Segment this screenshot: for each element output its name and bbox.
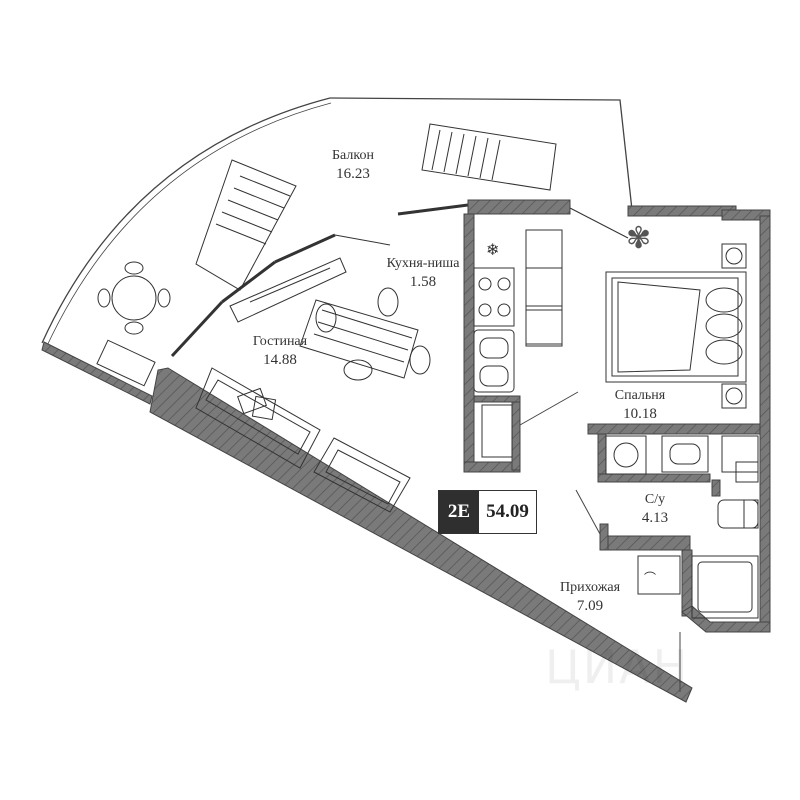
fridge-snowflake-icon: ❄ — [486, 240, 499, 259]
hanger-icon: ⌒ — [644, 571, 656, 585]
room-area: 16.23 — [336, 166, 370, 182]
watermark: ЦИАН — [545, 640, 690, 694]
balcony-slab-edge — [41, 341, 153, 405]
room-name: Прихожая — [559, 580, 621, 595]
room-label-kitchen: Кухня-ниша 1.58 — [378, 254, 468, 292]
balcony-table — [96, 261, 171, 387]
room-label-living: Гостиная 14.88 — [240, 332, 320, 370]
room-name: Кухня-ниша — [386, 256, 460, 271]
room-name: Спальня — [614, 388, 666, 403]
room-name: Балкон — [332, 148, 374, 163]
room-area: 1.58 — [409, 274, 437, 290]
total-area: 54.09 — [479, 491, 536, 533]
lounger-left — [195, 159, 297, 291]
balcony-outline — [41, 97, 633, 349]
tv-console — [229, 257, 347, 323]
room-area: 14.88 — [263, 352, 297, 368]
room-label-bathroom: С/у 4.13 — [630, 490, 680, 528]
dining-table — [299, 287, 431, 381]
bed — [605, 243, 747, 409]
room-name: Гостиная — [252, 334, 308, 349]
bathroom-fixtures — [605, 435, 759, 619]
room-area: 10.18 — [623, 406, 657, 422]
sofa — [195, 367, 411, 513]
window-wall — [170, 203, 629, 358]
kitchen-counter — [473, 229, 563, 458]
kitchen-walls — [463, 199, 571, 473]
room-label-hallway: Прихожая 7.09 — [550, 578, 630, 616]
room-label-bedroom: Спальня 10.18 — [600, 386, 680, 424]
plant-icon: ✾ — [626, 221, 651, 256]
apartment-badge: 2E 54.09 — [438, 490, 537, 534]
lounger-top — [421, 123, 557, 191]
room-name: С/у — [644, 492, 666, 507]
room-area: 7.09 — [576, 598, 604, 614]
room-area: 4.13 — [641, 510, 669, 526]
apartment-type: 2E — [439, 491, 479, 533]
exterior-wall — [149, 367, 693, 703]
bath-door-line — [575, 489, 601, 535]
kitchen-door-line — [519, 391, 579, 426]
room-label-balcony: Балкон 16.23 — [318, 146, 388, 184]
